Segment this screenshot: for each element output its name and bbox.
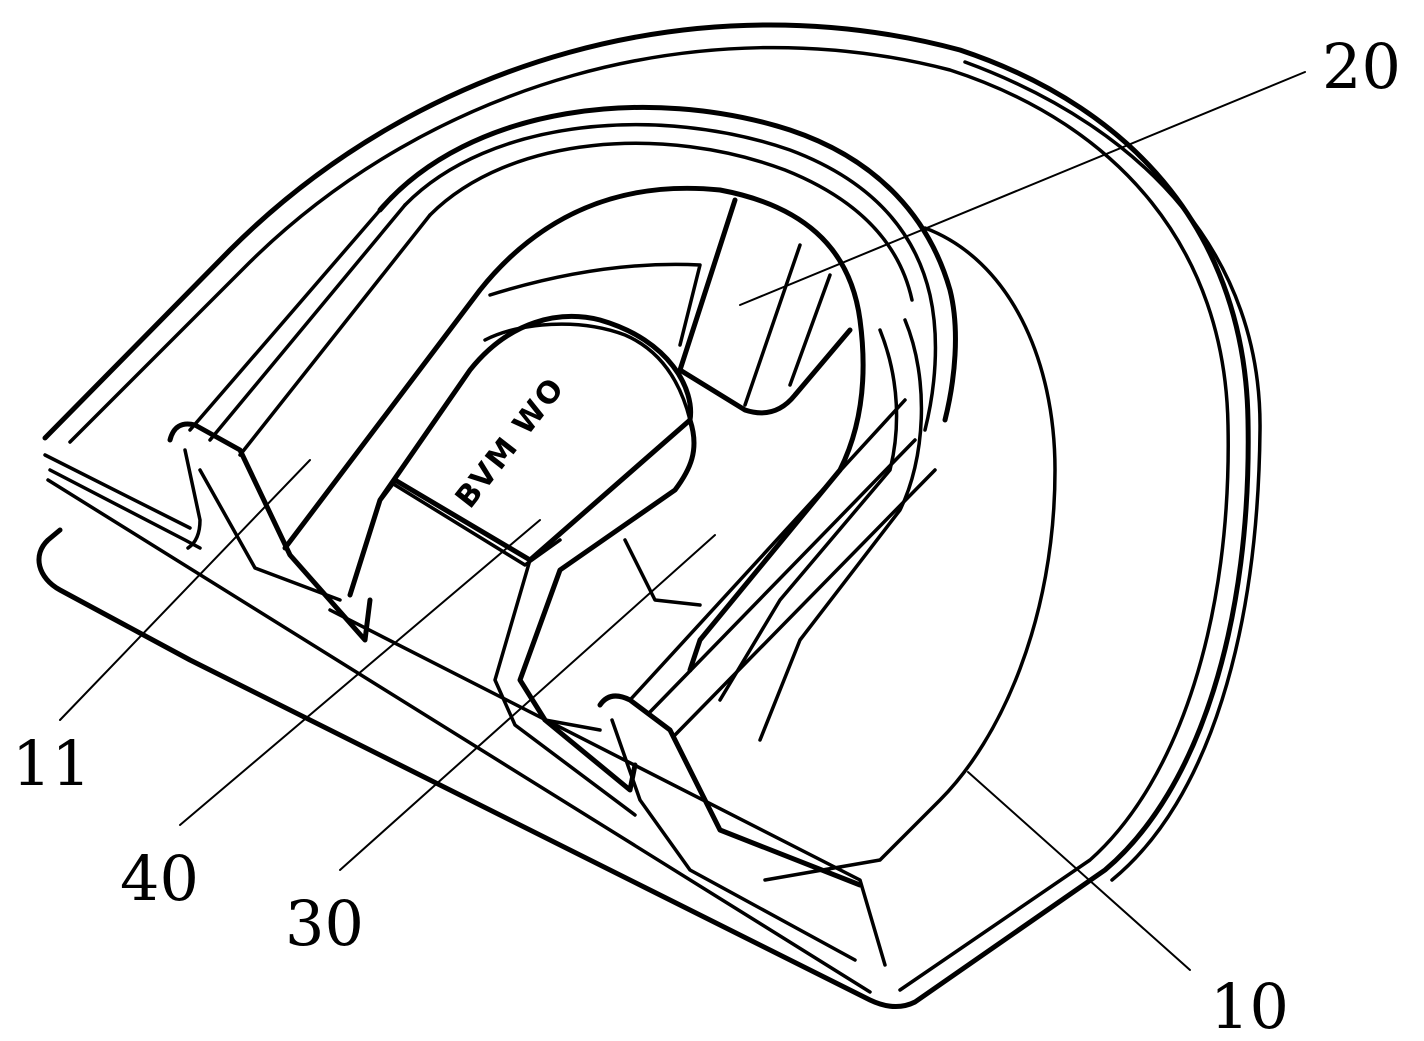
left-groove-wall [188,203,432,457]
channel-floor-line [718,328,899,702]
left-groove-outer [167,421,373,643]
insert-side-face [393,483,562,567]
rib-inner-1 [493,558,637,817]
channel-outer-wall [377,104,958,423]
ref-label-20: 20 [1322,30,1401,103]
slot-inner-edge [743,243,832,407]
right-groove [597,398,937,962]
right-groove-wall [628,398,937,737]
right-groove-inner [610,718,857,962]
rib [493,417,702,817]
housing-right-face [763,226,1057,882]
insert-outline [347,314,694,598]
leader-line-20 [739,71,1306,306]
leader-line-40 [179,519,541,826]
slot-window [488,197,853,416]
insert-marking-text: BVM WO [449,371,572,515]
leader-line-30 [339,534,716,871]
housing-front-base [328,608,887,967]
housing-inner-rim [68,45,1230,992]
reference-labels: 20 11 40 30 10 [12,30,1401,1041]
rib-inner-2 [543,538,702,732]
rib-outline [517,417,697,793]
inner-channel [282,104,958,742]
housing-base-line [46,478,872,994]
ref-label-11: 11 [12,727,91,800]
housing-front-edge [43,453,202,550]
ref-label-10: 10 [1210,970,1289,1041]
housing-body [36,22,1262,1009]
channel-floor-line-2 [758,318,924,742]
leader-line-11 [59,459,311,721]
channel-inner-wall [282,185,866,673]
ref-label-40: 40 [120,842,199,915]
leader-line-10 [967,771,1191,971]
insert-block: BVM WO [347,314,694,598]
left-groove [167,203,432,643]
housing-rim-thickness [963,60,1262,882]
right-groove-outer [597,693,863,888]
ref-label-30: 30 [285,887,364,960]
housing-outer-edge [36,22,1251,1009]
insert-top-face [483,322,692,422]
leader-lines [59,71,1306,971]
channel-wall-line-1 [403,122,938,432]
slot-outline [677,197,853,416]
channel-wall-line-2 [428,141,914,302]
left-groove-inner [183,448,342,602]
slot-top-arc [488,262,702,347]
